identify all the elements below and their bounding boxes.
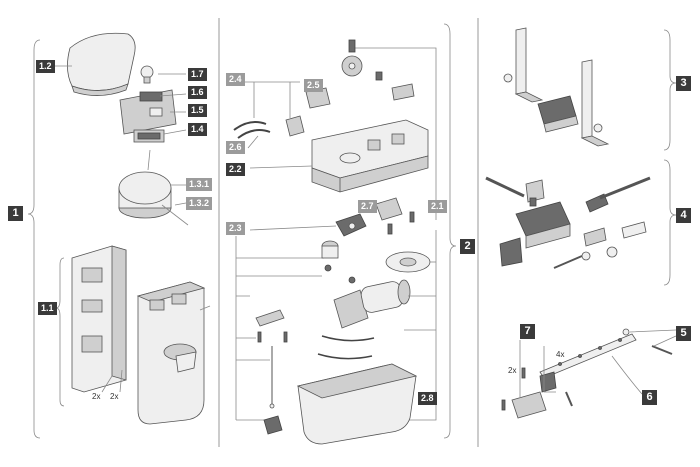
part-cam: [385, 251, 431, 273]
label-1-4: 1.4: [188, 123, 207, 136]
part-gear: [341, 39, 363, 77]
label-group-6: 6: [642, 390, 657, 405]
bracket-group-1: [27, 39, 41, 439]
bracket-group-1-1: [55, 257, 65, 407]
part-2-6-springs: [233, 115, 305, 139]
quantity-note-2x-a: 2x: [92, 392, 101, 401]
bracket-group-4: [663, 159, 677, 286]
label-2-4: 2.4: [226, 73, 245, 86]
label-group-7: 7: [520, 324, 535, 339]
part-1-7-lamp: [140, 65, 154, 84]
label-1-7: 1.7: [188, 68, 207, 81]
label-2-2: 2.2: [226, 163, 245, 176]
part-1-1-base: [71, 245, 127, 393]
part-1-5-board: [119, 89, 177, 135]
part-plate-and-screws: [255, 309, 288, 343]
part-5-bolts: [622, 328, 673, 355]
part-6-arm: [539, 333, 637, 379]
part-housing: [136, 281, 206, 425]
part-2-3-lever: [335, 213, 367, 237]
quantity-note-2x-c: 2x: [508, 366, 517, 375]
label-2-5: 2.5: [304, 79, 323, 92]
bracket-group-2: [443, 23, 457, 439]
part-2-7-board: [375, 197, 415, 235]
label-1-5: 1.5: [188, 104, 207, 117]
label-1-3-2: 1.3.2: [186, 197, 213, 210]
part-7-bracket: [501, 367, 573, 419]
part-2-2-carriage: [311, 119, 429, 193]
label-1-3-1: 1.3.1: [186, 178, 213, 191]
part-3-mounting-brackets: [503, 27, 610, 147]
part-2-8-tray: [296, 363, 418, 445]
label-2-6: 2.6: [226, 141, 245, 154]
part-1-3-round-unit: [118, 149, 189, 226]
label-group-1: 1: [8, 206, 23, 221]
label-2-3: 2.3: [226, 222, 245, 235]
quantity-note-4x: 4x: [556, 350, 565, 359]
quantity-note-2x-b: 2x: [110, 392, 119, 401]
part-2-5-clips: [305, 71, 415, 109]
part-4-bolt-set: [485, 176, 651, 269]
label-2-8: 2.8: [418, 392, 437, 405]
label-group-2: 2: [460, 239, 475, 254]
label-group-5: 5: [676, 326, 691, 341]
label-1-2: 1.2: [36, 60, 55, 73]
part-rod: [269, 346, 275, 409]
part-motor: [333, 276, 411, 329]
label-1-1: 1.1: [38, 302, 57, 315]
part-hub: [321, 240, 339, 272]
part-cable: [317, 335, 375, 360]
label-2-7: 2.7: [358, 200, 377, 213]
bracket-group-3: [663, 29, 677, 151]
label-group-3: 3: [676, 76, 691, 91]
part-1-2-cover: [67, 32, 136, 96]
label-1-6: 1.6: [188, 86, 207, 99]
part-foot: [263, 415, 283, 435]
label-group-4: 4: [676, 208, 691, 223]
part-1-4-connector: [133, 129, 165, 143]
label-2-1: 2.1: [428, 200, 447, 213]
